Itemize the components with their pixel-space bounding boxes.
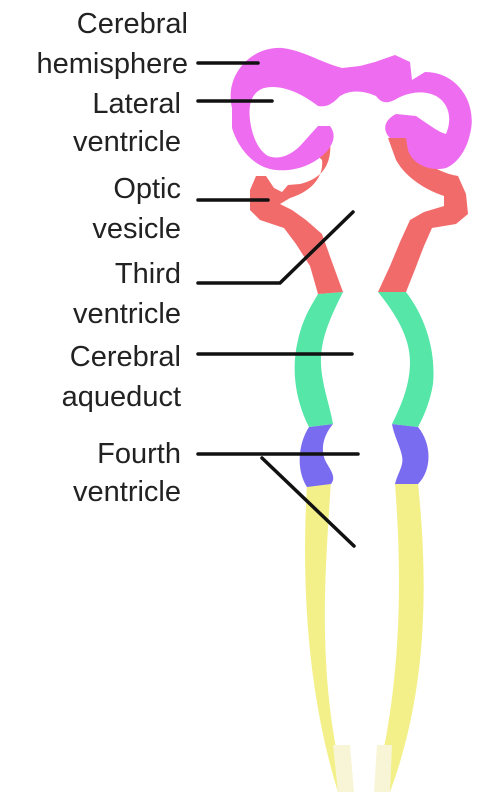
mesencephalon-left [295, 292, 343, 427]
metencephalon-right [392, 424, 429, 484]
label-cerebral-hemisphere-line2: hemisphere [36, 48, 188, 80]
label-cerebral-aqueduct-line2: aqueduct [62, 381, 181, 413]
label-lateral-ventricle-line2: ventricle [73, 126, 181, 158]
neural-tube [231, 48, 472, 792]
label-fourth-ventricle-line2: ventricle [73, 476, 181, 508]
label-optic-vesicle-line2: vesicle [92, 213, 181, 245]
label-cerebral-hemisphere-line1: Cerebral [77, 8, 188, 40]
labels: Cerebral hemisphere Lateral ventricle Op… [36, 8, 188, 508]
label-lateral-ventricle-line1: Lateral [92, 88, 181, 120]
telencephalon [231, 48, 472, 170]
label-cerebral-aqueduct-line1: Cerebral [70, 341, 181, 373]
mesencephalon-right [378, 292, 434, 427]
label-third-ventricle-line2: ventricle [73, 298, 181, 330]
label-third-ventricle-line1: Third [115, 258, 181, 290]
label-fourth-ventricle-line1: Fourth [97, 438, 181, 470]
label-optic-vesicle-line1: Optic [113, 173, 181, 205]
spinal-cord-right-tip [374, 745, 392, 792]
